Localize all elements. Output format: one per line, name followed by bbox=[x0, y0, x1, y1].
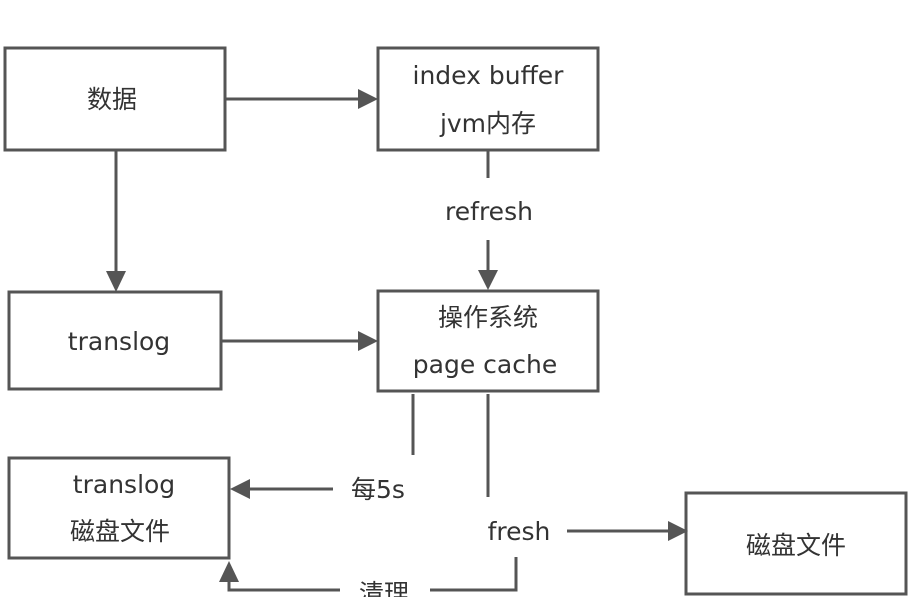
arrow-page-cache-to-disk-file: fresh bbox=[486, 394, 688, 546]
node-page-cache-line-2: page cache bbox=[413, 350, 557, 379]
arrow-index-buffer-to-page-cache: refresh bbox=[445, 150, 533, 290]
arrow-translog-to-page-cache bbox=[221, 331, 378, 351]
node-data: 数据 bbox=[3, 46, 227, 152]
arrow-page-cache-to-translog-disk: 每5s bbox=[230, 394, 415, 504]
node-disk-file-label: 磁盘文件 bbox=[746, 531, 846, 560]
node-translog-disk-line-1: translog bbox=[73, 470, 175, 499]
arrow-data-to-translog bbox=[106, 150, 126, 292]
edge-label-every-5s: 每5s bbox=[351, 475, 405, 504]
node-index-buffer-box bbox=[376, 46, 600, 152]
node-translog-disk-box bbox=[7, 456, 231, 560]
arrow-refresh-head bbox=[478, 270, 498, 290]
node-index-buffer-line-1: index buffer bbox=[413, 61, 565, 90]
arrow-cleanup-to-translog-disk: 清理 bbox=[219, 557, 518, 597]
node-page-cache-line-1: 操作系统 bbox=[438, 303, 538, 332]
edge-label-fresh: fresh bbox=[488, 517, 551, 546]
arrow-fresh-head bbox=[668, 521, 688, 541]
arrow-data-to-translog-head bbox=[106, 271, 126, 292]
node-index-buffer: index buffer jvm内存 bbox=[376, 46, 600, 152]
node-page-cache: 操作系统 page cache bbox=[376, 289, 600, 393]
arrow-data-to-index-buffer-head bbox=[358, 89, 378, 109]
arrow-every-5s-head bbox=[230, 479, 250, 499]
arrow-cleanup-head bbox=[219, 561, 239, 582]
node-disk-file: 磁盘文件 bbox=[684, 491, 908, 596]
edge-label-refresh: refresh bbox=[445, 197, 533, 226]
edge-label-cleanup: 清理 bbox=[359, 579, 409, 597]
node-translog-disk-line-2: 磁盘文件 bbox=[70, 517, 170, 546]
node-index-buffer-line-2: jvm内存 bbox=[439, 109, 536, 138]
node-translog-box bbox=[7, 290, 223, 391]
arrow-data-to-index-buffer bbox=[225, 89, 378, 109]
node-translog-disk: translog 磁盘文件 bbox=[7, 456, 231, 560]
node-translog-label: translog bbox=[68, 327, 170, 356]
arrow-cleanup-line-right bbox=[430, 557, 518, 592]
node-data-box bbox=[3, 46, 227, 152]
node-translog: translog bbox=[7, 290, 223, 391]
node-data-label: 数据 bbox=[87, 85, 137, 114]
arrow-translog-to-page-cache-head bbox=[358, 331, 378, 351]
node-disk-file-box bbox=[684, 491, 908, 596]
node-page-cache-box bbox=[376, 289, 600, 393]
arrow-cleanup-line-left bbox=[227, 580, 340, 592]
